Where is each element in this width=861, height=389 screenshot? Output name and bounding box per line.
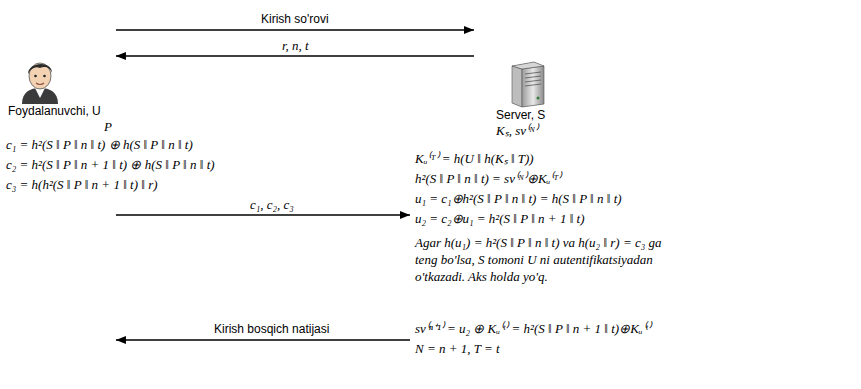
formula-text: c₃ = h(h²(S ‖ P ‖ n + 1 ‖ t) ‖ r) [6,176,158,193]
formula-text: sv⁽ⁿ⁺¹⁾ = u₂ ⊕ Kᵤ⁽ᵗ⁾ = h²(S ‖ P ‖ n + 1 … [415,320,651,337]
arrow-label: c₁, c₂, c₃ [248,197,296,212]
message-arrow [116,52,474,60]
formula-text: Kᵤ⁽ᵀ⁾ = h(U ‖ h(Kₛ ‖ T)) [415,150,534,167]
user-icon [16,58,64,104]
formula-text: h²(S ‖ P ‖ n ‖ t) = sv⁽ᴺ⁾⊕Kᵤ⁽ᵀ⁾ [415,170,561,187]
node-subtitle: Kₛ, sv⁽ᴺ⁾ [478,123,548,138]
arrow-label: Kirish bosqich natijasi [212,322,331,337]
server-node: Server, SKₛ, sv⁽ᴺ⁾ [478,60,548,138]
message-arrow [116,336,410,344]
user-node: Foydalanuvchi, UP [8,58,112,134]
formula-text: Agar h(u₁) = h²(S ‖ P ‖ n ‖ t) va h(u₂ ‖… [415,234,677,285]
arrow-label: Kirish so'rovi [259,12,331,27]
formula-text: c₂ = h²(S ‖ P ‖ n + 1 ‖ t) ⊕ h(S ‖ P ‖ n… [6,156,215,173]
message-arrow [116,26,474,34]
arrow-label: r, n, t [280,38,311,53]
server-icon [504,60,548,108]
formula-text: N = n + 1, T = t [415,340,500,357]
formula-text: u₂ = c₂⊕u₁ = h²(S ‖ P ‖ n + 1 ‖ t) [415,210,584,227]
formula-text: u₁ = c₁⊕h²(S ‖ P ‖ n ‖ t) = h(S ‖ P ‖ n … [415,190,622,207]
node-title: Server, S [478,108,548,123]
node-title: Foydalanuvchi, U [8,104,112,119]
formula-text: c₁ = h²(S ‖ P ‖ n ‖ t) ⊕ h(S ‖ P ‖ n ‖ t… [6,136,193,153]
node-subtitle: P [8,119,112,134]
message-arrow [116,211,410,219]
